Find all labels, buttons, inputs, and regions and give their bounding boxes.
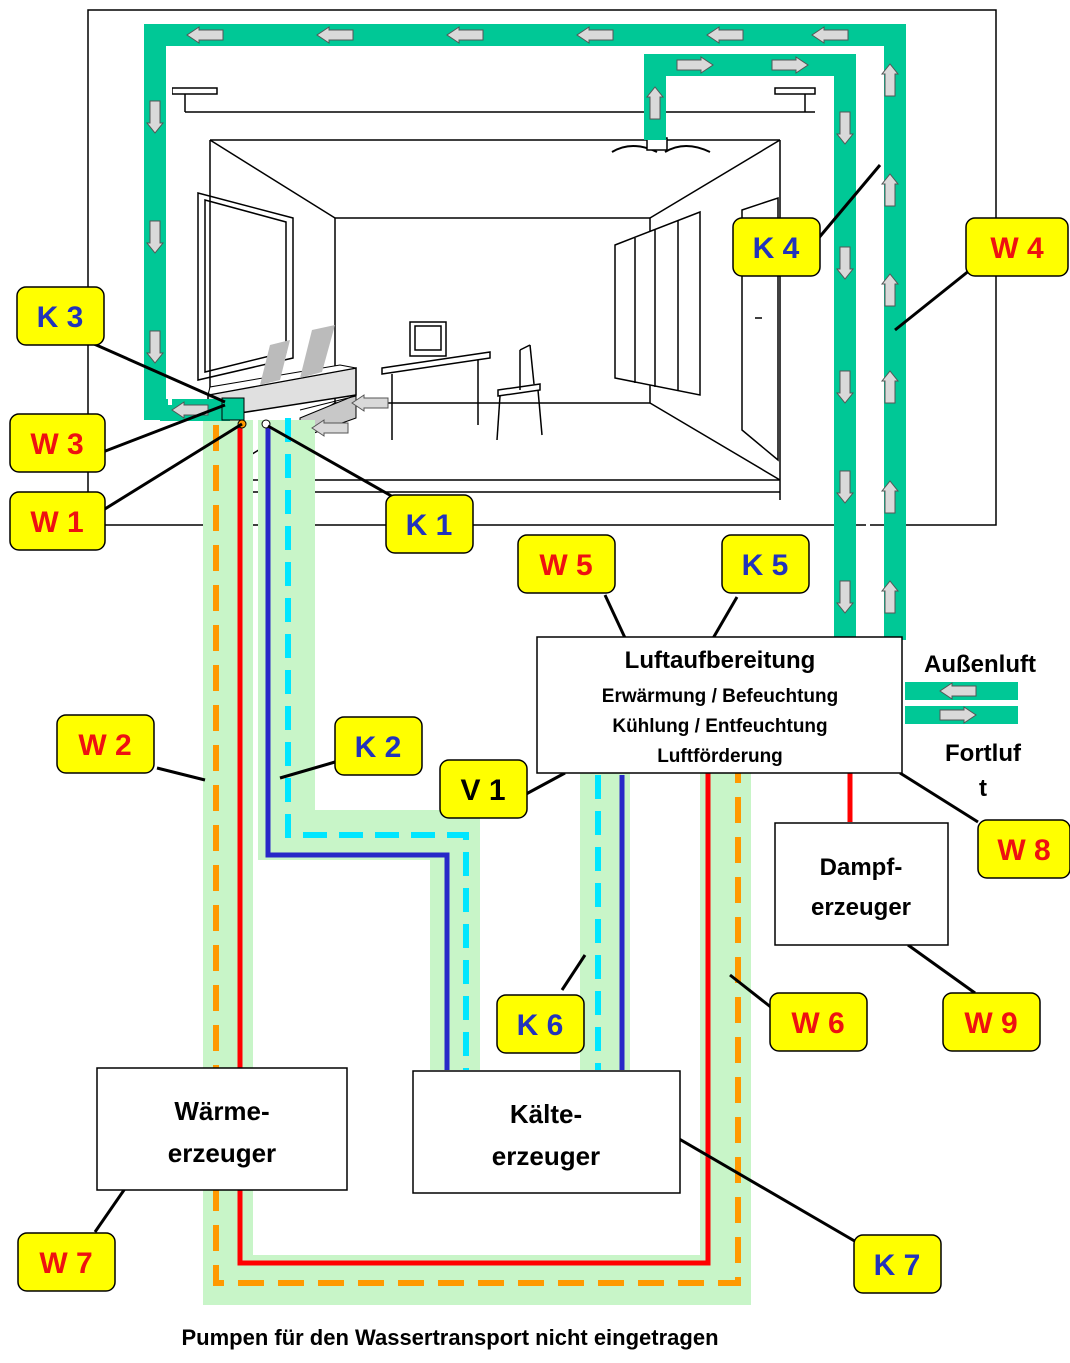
tag-v1: V 1	[460, 774, 505, 807]
heat-generator-line-1: Wärme-	[174, 1096, 269, 1126]
outside-air-label: Außenluft	[924, 651, 1036, 678]
cold-generator-line-2: erzeuger	[492, 1141, 600, 1171]
tag-w7: W 7	[39, 1247, 92, 1280]
tag-k5: K 5	[742, 549, 789, 582]
tag-k2: K 2	[355, 731, 402, 764]
tag-w8: W 8	[997, 834, 1050, 867]
air-unit-line-3: Luftförderung	[657, 746, 783, 767]
tag-k3: K 3	[37, 301, 84, 334]
exhaust-air-label-line-2: t	[979, 775, 987, 802]
cold-generator: Kälte- erzeuger	[413, 1071, 680, 1193]
air-unit-line-1: Erwärmung / Befeuchtung	[602, 686, 838, 707]
tag-k4: K 4	[753, 232, 800, 265]
tag-w6: W 6	[791, 1007, 844, 1040]
air-unit-line-2: Kühlung / Entfeuchtung	[612, 716, 827, 737]
tag-w2: W 2	[78, 729, 131, 762]
steam-generator-line-1: Dampf-	[820, 854, 903, 881]
tag-w5: W 5	[539, 549, 592, 582]
heat-generator-line-2: erzeuger	[168, 1138, 276, 1168]
tag-w9: W 9	[964, 1007, 1017, 1040]
steam-generator-line-2: erzeuger	[811, 894, 911, 921]
exhaust-air-label-line-1: Fortluf	[945, 740, 1022, 767]
air-treatment-unit: Luftaufbereitung Erwärmung / Befeuchtung…	[537, 637, 902, 773]
tag-k6: K 6	[517, 1009, 564, 1042]
air-unit-title: Luftaufbereitung	[625, 647, 816, 674]
tag-w4: W 4	[990, 232, 1044, 265]
footer-note: Pumpen für den Wassertransport nicht ein…	[181, 1325, 718, 1350]
tag-k1: K 1	[406, 509, 453, 542]
tag-w1: W 1	[30, 506, 83, 539]
cold-generator-box	[413, 1071, 680, 1193]
heat-generator: Wärme- erzeuger	[97, 1068, 347, 1190]
steam-generator: Dampf- erzeuger	[775, 823, 948, 945]
heat-generator-box	[97, 1068, 347, 1190]
steam-generator-box	[775, 823, 948, 945]
tag-w3: W 3	[30, 428, 83, 461]
cold-generator-line-1: Kälte-	[510, 1099, 582, 1129]
tag-k7: K 7	[874, 1249, 921, 1282]
